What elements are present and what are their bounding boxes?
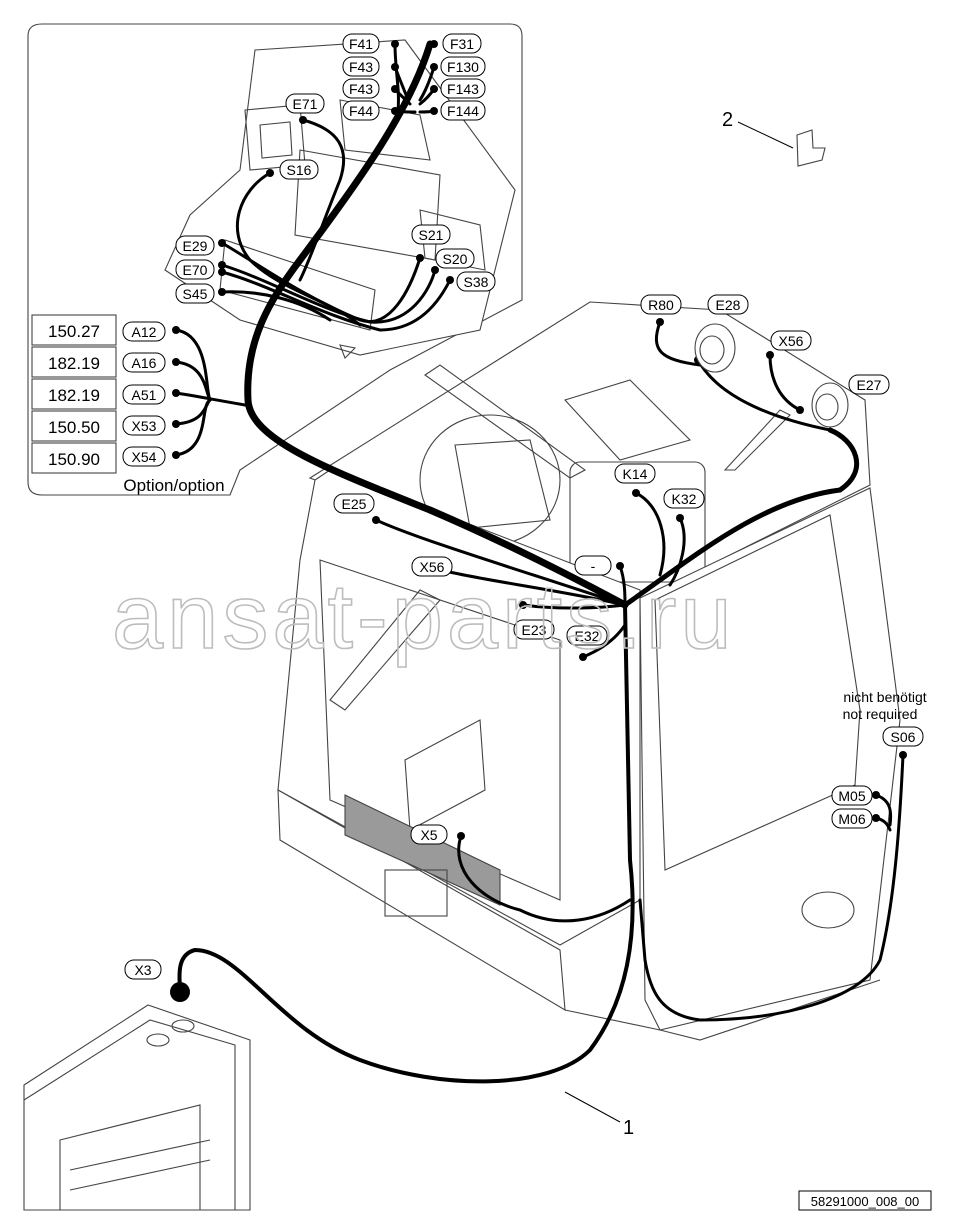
label-X56-cab: X56 (420, 559, 445, 575)
label-S16: S16 (287, 162, 312, 178)
control-box (23, 1004, 251, 1211)
label-E71: E71 (293, 96, 318, 112)
connector-labels: F41 F43 F43 F44 F31 F130 F143 F144 E71 S… (122, 33, 924, 980)
watermark: ansat-parts.ru (112, 566, 736, 668)
label-F144: F144 (447, 103, 479, 119)
label-F43-a: F43 (349, 59, 373, 75)
drawing-number: 58291000_008_00 (811, 1194, 919, 1209)
label-S38: S38 (464, 274, 489, 290)
label-A16: A16 (132, 355, 157, 371)
label-A12: A12 (132, 324, 157, 340)
label-E28: E28 (716, 297, 741, 313)
label-X54: X54 (132, 449, 157, 465)
label-K14: K14 (623, 466, 648, 482)
note-de: nicht benötigt (843, 689, 926, 705)
label-X53: X53 (132, 418, 157, 434)
label-K32: K32 (672, 491, 697, 507)
label-X56-roof: X56 (779, 333, 804, 349)
label-E70: E70 (183, 262, 208, 278)
option-code-5: 150.90 (48, 450, 100, 469)
option-table: 150.27 182.19 182.19 150.50 150.90 Optio… (31, 314, 225, 495)
label-F41: F41 (349, 36, 373, 52)
wire-harness (170, 40, 907, 1084)
option-label: Option/option (123, 476, 224, 495)
cab-structure (277, 301, 901, 1041)
label-F43-b: F43 (349, 81, 373, 97)
option-code-4: 150.50 (48, 418, 100, 437)
label-F130: F130 (447, 59, 479, 75)
label-S21: S21 (419, 227, 444, 243)
note-en: not required (843, 706, 918, 722)
label-S20: S20 (443, 251, 468, 267)
label-F143: F143 (447, 81, 479, 97)
label-M06: M06 (838, 811, 865, 827)
label-dash: - (591, 558, 596, 574)
label-S45: S45 (183, 286, 208, 302)
option-code-1: 150.27 (48, 322, 100, 341)
roof-lamps (694, 323, 849, 428)
label-X5: X5 (420, 827, 437, 843)
label-E25: E25 (342, 496, 367, 512)
label-E29: E29 (183, 238, 208, 254)
label-X3: X3 (134, 962, 151, 978)
clip-part (737, 121, 826, 167)
label-E27: E27 (857, 377, 882, 393)
label-S06: S06 (891, 729, 916, 745)
label-F31: F31 (450, 36, 474, 52)
item-number-1: 1 (623, 1117, 634, 1139)
label-F44: F44 (349, 103, 373, 119)
option-code-2: 182.19 (48, 354, 100, 373)
option-code-3: 182.19 (48, 386, 100, 405)
label-A51: A51 (132, 387, 157, 403)
item-number-2: 2 (722, 109, 733, 131)
label-R80: R80 (648, 297, 674, 313)
label-E23: E23 (522, 622, 547, 638)
label-E32: E32 (575, 628, 600, 644)
label-M05: M05 (838, 788, 865, 804)
